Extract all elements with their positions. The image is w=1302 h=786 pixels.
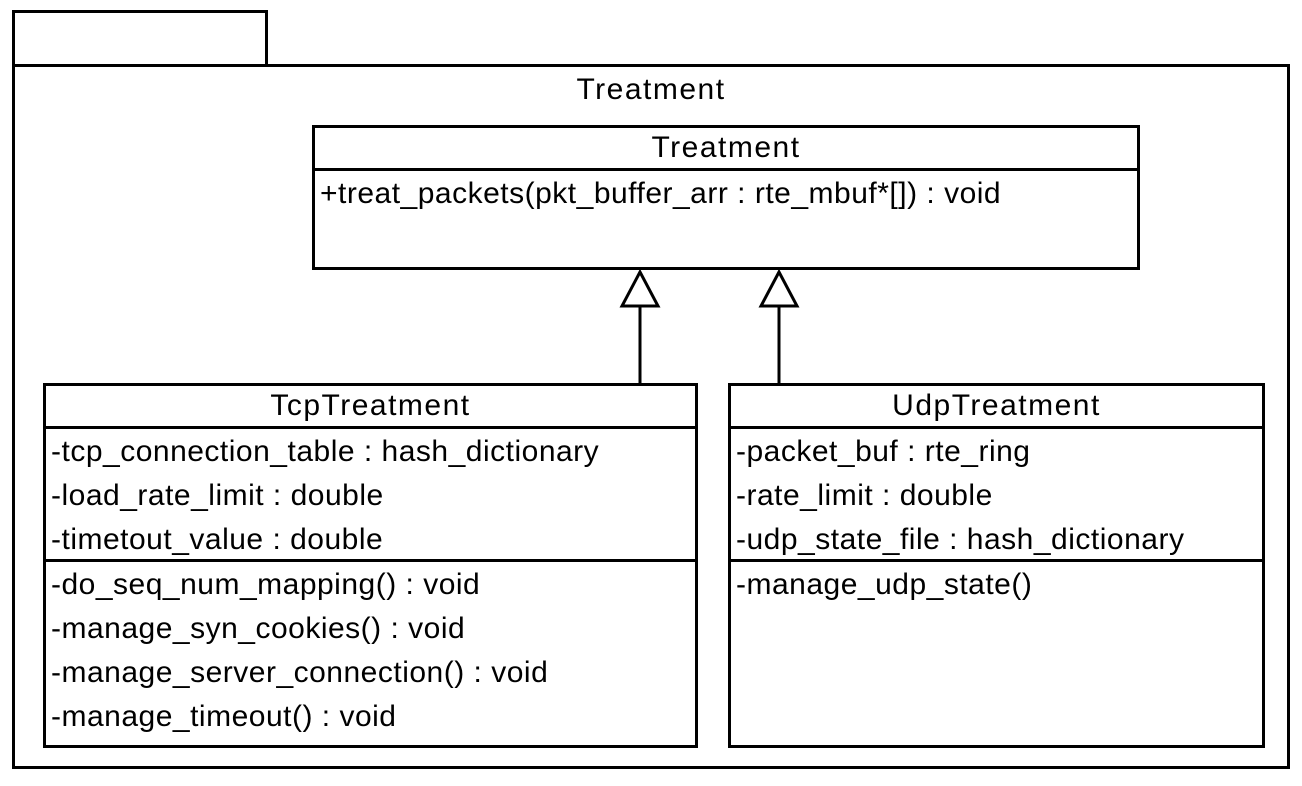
method-treat-packets: +treat_packets(pkt_buffer_arr : rte_mbuf… xyxy=(320,177,1002,210)
class-treatment-methods: +treat_packets(pkt_buffer_arr : rte_mbuf… xyxy=(315,168,1137,267)
attr-load-rate-limit: -load_rate_limit : double xyxy=(51,479,384,512)
class-udp-treatment-name: UdpTreatment xyxy=(892,389,1101,422)
class-udp-treatment-methods: -manage_udp_state() xyxy=(731,559,1262,745)
class-treatment-name: Treatment xyxy=(651,131,801,164)
attr-timetout-value: -timetout_value : double xyxy=(51,523,384,556)
class-udp-treatment: UdpTreatment -packet_buf : rte_ring -rat… xyxy=(728,383,1265,748)
attr-packet-buf: -packet_buf : rte_ring xyxy=(736,435,1031,468)
attr-udp-state-file: -udp_state_file : hash_dictionary xyxy=(736,523,1185,556)
class-udp-treatment-attributes: -packet_buf : rte_ring -rate_limit : dou… xyxy=(731,426,1262,559)
method-manage-timeout: -manage_timeout() : void xyxy=(51,700,397,733)
package-tab xyxy=(12,10,268,67)
method-manage-server-connection: -manage_server_connection() : void xyxy=(51,656,549,689)
class-tcp-treatment-attributes: -tcp_connection_table : hash_dictionary … xyxy=(46,426,695,559)
class-tcp-treatment-methods: -do_seq_num_mapping() : void -manage_syn… xyxy=(46,559,695,745)
attr-rate-limit: -rate_limit : double xyxy=(736,479,993,512)
class-tcp-treatment-name: TcpTreatment xyxy=(270,389,471,422)
package-name: Treatment xyxy=(576,73,726,106)
method-manage-syn-cookies: -manage_syn_cookies() : void xyxy=(51,612,466,645)
class-tcp-treatment: TcpTreatment -tcp_connection_table : has… xyxy=(43,383,698,748)
attr-tcp-connection-table: -tcp_connection_table : hash_dictionary xyxy=(51,435,600,468)
class-treatment: Treatment +treat_packets(pkt_buffer_arr … xyxy=(312,125,1140,270)
method-manage-udp-state: -manage_udp_state() xyxy=(736,568,1033,601)
method-do-seq-num-mapping: -do_seq_num_mapping() : void xyxy=(51,568,481,601)
